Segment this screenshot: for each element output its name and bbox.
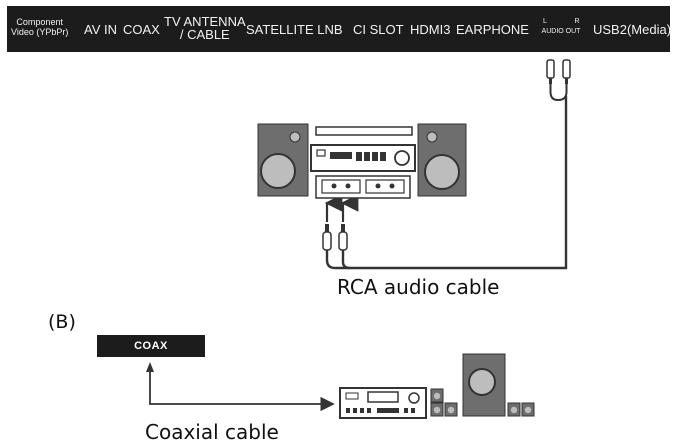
port-tv-antenna-line1: TV ANTENNA <box>164 14 246 29</box>
stereo-receiver-icon <box>310 126 416 199</box>
port-audio-out-right: R <box>574 18 580 25</box>
port-earphone: EARPHONE <box>456 22 529 37</box>
port-tv-antenna: TV ANTENNA / CABLE <box>164 15 246 41</box>
port-av-in: AV IN <box>84 22 117 37</box>
port-ci-slot: CI SLOT <box>353 22 404 37</box>
port-satellite-lnb: SATELLITE LNB <box>246 22 343 37</box>
rca-plug-icon <box>546 59 571 102</box>
rca-plug-icon <box>322 224 348 251</box>
port-audio-out-left: L <box>543 18 547 25</box>
av-receiver-icon <box>339 387 427 419</box>
port-usb2: USB2(Media) <box>593 22 672 37</box>
port-component-video: Component Video (YPbPr) <box>11 17 68 37</box>
port-component-line1: Component <box>16 17 63 27</box>
rca-cable-caption: RCA audio cable <box>337 275 500 299</box>
port-tv-antenna-line2: / CABLE <box>179 27 230 42</box>
coaxial-cable-caption: Coaxial cable <box>145 420 279 444</box>
speaker-icon <box>430 388 535 417</box>
port-hdmi3: HDMI3 <box>410 22 451 37</box>
subwoofer-icon <box>462 353 506 417</box>
coax-port-box: COAX <box>97 335 205 357</box>
section-b-label: (B) <box>48 311 76 333</box>
port-coax: COAX <box>123 22 160 37</box>
rca-cable-line <box>325 96 568 270</box>
speaker-icon <box>257 123 309 197</box>
coaxial-cable-line <box>149 366 335 412</box>
port-component-line2: Video (YPbPr) <box>11 27 69 37</box>
speaker-icon <box>417 123 467 197</box>
port-audio-out-label: AUDIO OUT <box>541 28 581 35</box>
tv-port-panel: Component Video (YPbPr) AV IN COAX TV AN… <box>7 6 672 52</box>
